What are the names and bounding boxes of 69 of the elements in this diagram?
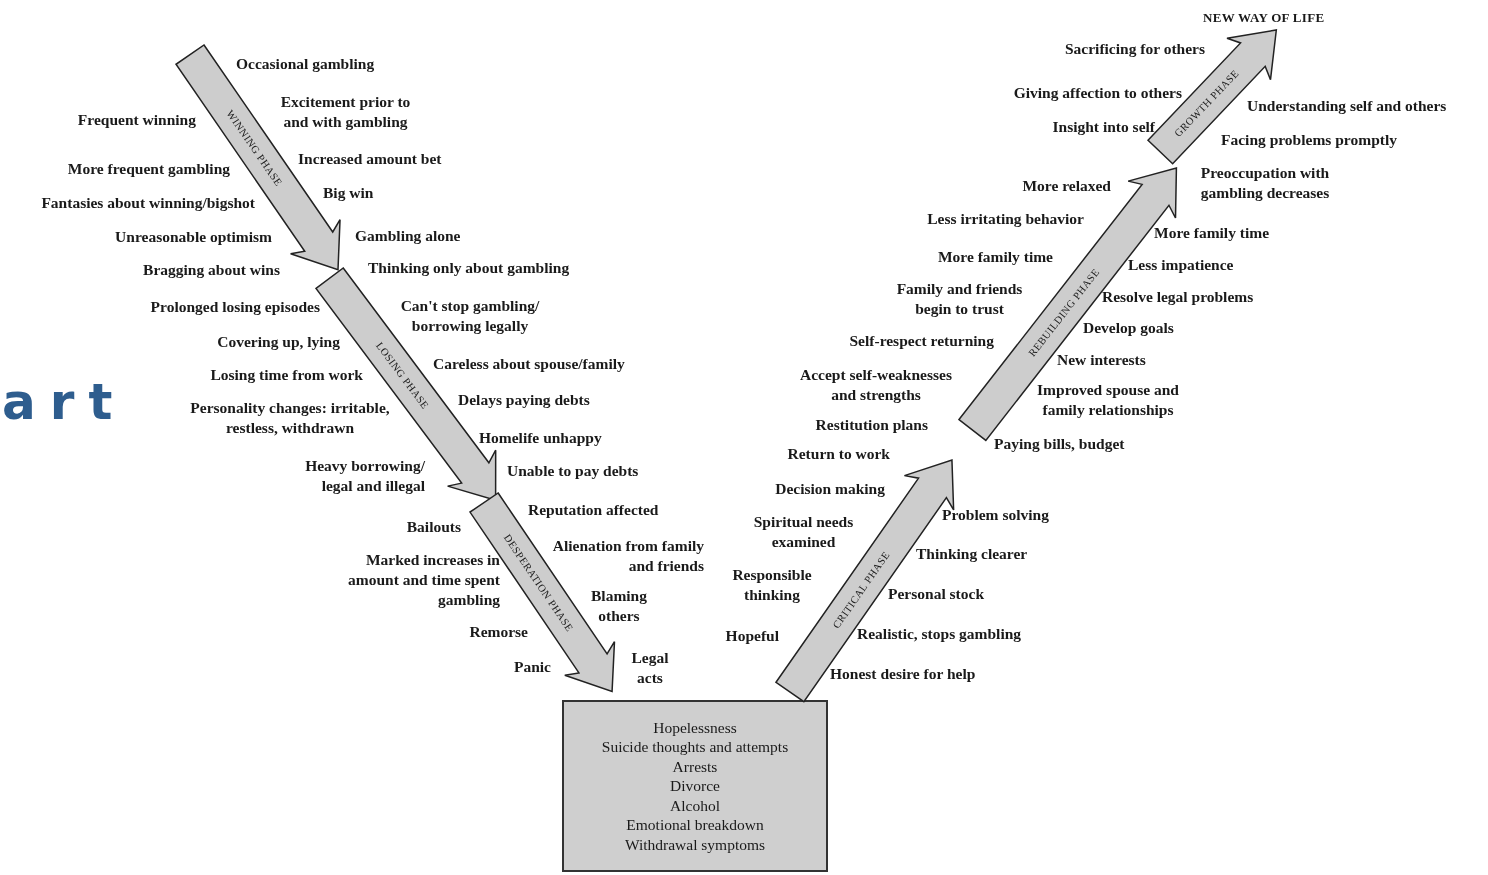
stage-text: Remorse (469, 622, 528, 642)
stage-text: Homelife unhappy (479, 428, 602, 448)
stage-text: More frequent gambling (67, 159, 230, 179)
stage-text: Develop goals (1083, 318, 1174, 338)
outcome-text: Arrests (672, 756, 718, 777)
stage-text: Careless about spouse/family (433, 354, 625, 374)
stage-text: Thinking clearer (916, 544, 1028, 564)
stage-text: Paying bills, budget (994, 434, 1125, 454)
stage-text: Personal stock (888, 584, 984, 604)
stage-text: Prolonged losing episodes (150, 297, 320, 317)
stage-text: Covering up, lying (217, 332, 340, 352)
stage-text: Gambling alone (355, 226, 461, 246)
stage-text: Spiritual needs examined (752, 512, 855, 552)
stage-text: New interests (1057, 351, 1146, 370)
stage-text: Fantasies about winning/bigshot (41, 193, 255, 213)
outcome-text: Suicide thoughts and attempts (601, 737, 789, 757)
stage-text: Preoccupation with gambling decreases (1199, 163, 1331, 203)
title-fragment: art (2, 372, 127, 432)
stage-text: Occasional gambling (236, 54, 375, 74)
stage-text: Delays paying debts (458, 390, 590, 410)
outcome-text: Hopelessness (653, 717, 737, 738)
stage-text: Bragging about wins (143, 260, 280, 280)
stage-text: Problem solving (942, 505, 1049, 525)
stage-text: Thinking only about gambling (368, 258, 570, 278)
stage-text: Unable to pay debts (507, 461, 639, 481)
stage-text: Family and friends begin to trust (895, 279, 1024, 319)
stage-text: Self-respect returning (849, 331, 994, 351)
outcome-text: Divorce (670, 776, 720, 796)
stage-text: Increased amount bet (298, 149, 442, 169)
stage-text: Alienation from family and friends (552, 536, 704, 576)
stage-text: Understanding self and others (1247, 96, 1447, 116)
stage-text: Restitution plans (815, 415, 928, 435)
stage-text: Honest desire for help (830, 664, 976, 684)
stage-text: Less irritating behavior (927, 209, 1084, 229)
outcome-text: Emotional breakdown (626, 815, 764, 835)
stage-text: Excitement prior to and with gambling (279, 92, 412, 132)
stage-text: Resolve legal problems (1102, 287, 1254, 307)
stage-text: Unreasonable optimism (115, 227, 272, 247)
stage-text: Improved spouse and family relationships (1036, 380, 1180, 420)
stage-text: Responsible thinking (731, 565, 813, 605)
stage-text: Hopeful (725, 626, 779, 646)
stage-text: Panic (513, 657, 551, 677)
outcome-text: Alcohol (670, 795, 720, 816)
stage-text: Return to work (787, 444, 890, 464)
stage-text: Big win (323, 183, 374, 203)
stage-text: Can't stop gambling/ borrowing legally (399, 296, 541, 336)
stage-text: More family time (937, 247, 1053, 267)
stage-text: Realistic, stops gambling (857, 625, 1022, 644)
stage-text: Insight into self (1052, 117, 1155, 137)
stage-text: More family time (1154, 223, 1270, 243)
goal-heading: NEW WAY OF LIFE (1203, 9, 1325, 27)
stage-text: Decision making (775, 479, 885, 499)
stage-text: Heavy borrowing/ legal and illegal (304, 456, 425, 496)
stage-text: Personality changes: irritable, restless, withdrawn (189, 398, 391, 438)
stage-text: Reputation affected (528, 500, 659, 520)
stage-text: Frequent winning (77, 110, 196, 130)
stage-text: Losing time from work (210, 365, 363, 385)
stage-text: Sacrificing for others (1064, 39, 1205, 59)
stage-text: More relaxed (1022, 176, 1111, 196)
stage-text: Less impatience (1128, 255, 1234, 275)
outcome-text: Withdrawal symptoms (624, 834, 766, 855)
stage-text: Facing problems promptly (1221, 130, 1397, 150)
outcome-box (562, 700, 828, 872)
stage-text: Accept self-weaknesses and strengths (799, 365, 953, 405)
stage-text: Blaming others (590, 586, 648, 626)
stage-text: Bailouts (406, 517, 461, 537)
stage-text: Legal acts (630, 648, 670, 688)
stage-text: Marked increases in amount and time spent gambling (347, 550, 500, 610)
stage-text: Giving affection to others (1013, 83, 1182, 101)
